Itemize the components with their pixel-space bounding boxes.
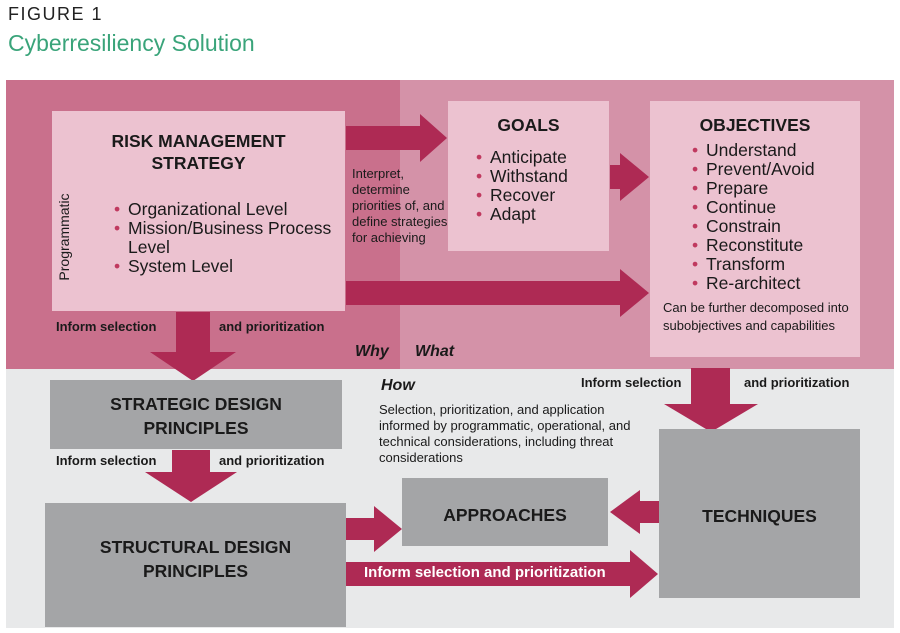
how-text: Selection, prioritization, and applicati…	[379, 402, 631, 465]
inform-selection-and-prioritization-label: Inform selection and prioritization	[364, 564, 606, 581]
arrow-structural-to-approaches	[346, 506, 402, 552]
and-prioritization-label: and prioritization	[219, 453, 325, 468]
risk-levels-list: Organizational Level Mission/Business Pr…	[114, 200, 339, 277]
inform-selection-label: Inform selection	[56, 453, 157, 468]
techniques-title: TECHNIQUES	[702, 506, 817, 526]
list-item: Prepare	[692, 179, 857, 199]
list-item: Constrain	[692, 217, 857, 237]
goals-title: GOALS	[497, 115, 560, 135]
goals-list: Anticipate Withstand Recover Adapt	[476, 148, 606, 225]
arrow-goals-to-objectives	[610, 153, 649, 201]
objectives-note: Can be further decomposed into subobject…	[663, 300, 849, 333]
arrow-objectives-to-techniques	[664, 368, 758, 432]
goals-box: GOALS Anticipate Withstand Recover Adapt	[448, 101, 609, 251]
structural-design-principles-box: STRUCTURAL DESIGN PRINCIPLES	[45, 503, 346, 627]
arrow-risk-to-goals	[346, 114, 447, 162]
figure-title: Cyberresiliency Solution	[8, 30, 255, 56]
objectives-title: OBJECTIVES	[699, 115, 811, 135]
arrow-structural-to-techniques	[346, 550, 658, 598]
arrow-techniques-to-approaches	[610, 490, 659, 534]
list-item: Prevent/Avoid	[692, 160, 857, 180]
figure-label: FIGURE 1	[8, 4, 104, 24]
arrow-strategic-to-structural	[145, 450, 237, 502]
arrow-risk-to-objectives	[346, 269, 649, 317]
list-item: Transform	[692, 255, 857, 275]
how-label: How	[381, 377, 415, 394]
risk-management-title: RISK MANAGEMENT STRATEGY	[111, 131, 286, 173]
list-item: System Level	[114, 257, 339, 277]
risk-management-box: RISK MANAGEMENT STRATEGY Programmatic Or…	[52, 111, 345, 311]
list-item: Re-architect	[692, 274, 857, 294]
and-prioritization-label: and prioritization	[744, 375, 850, 390]
list-item: Withstand	[476, 167, 606, 187]
arrow-risk-to-strategic	[150, 312, 236, 381]
approaches-box: APPROACHES	[402, 478, 608, 546]
what-label: What	[415, 343, 455, 360]
list-item: Reconstitute	[692, 236, 857, 256]
list-item: Mission/Business Process Level	[114, 219, 339, 257]
inform-selection-label: Inform selection	[581, 375, 682, 390]
objectives-box: OBJECTIVES Understand Prevent/Avoid Prep…	[650, 101, 860, 357]
strategic-design-principles-box: STRATEGIC DESIGN PRINCIPLES	[50, 380, 342, 449]
list-item: Organizational Level	[114, 200, 339, 220]
objectives-list: Understand Prevent/Avoid Prepare Continu…	[692, 141, 857, 294]
list-item: Understand	[692, 141, 857, 161]
structural-design-principles-title: STRUCTURAL DESIGN PRINCIPLES	[99, 537, 292, 581]
programmatic-label: Programmatic	[56, 193, 72, 281]
list-item: Continue	[692, 198, 857, 218]
inform-selection-label: Inform selection	[56, 319, 157, 334]
list-item: Anticipate	[476, 148, 606, 168]
approaches-title: APPROACHES	[443, 505, 567, 525]
and-prioritization-label: and prioritization	[219, 319, 325, 334]
list-item: Adapt	[476, 205, 606, 225]
interpret-text: Interpret, determine priorities of, and …	[352, 166, 448, 245]
strategic-design-principles-title: STRATEGIC DESIGN PRINCIPLES	[110, 394, 282, 438]
techniques-box: TECHNIQUES	[659, 429, 860, 598]
why-label: Why	[355, 343, 389, 360]
list-item: Recover	[476, 186, 606, 206]
